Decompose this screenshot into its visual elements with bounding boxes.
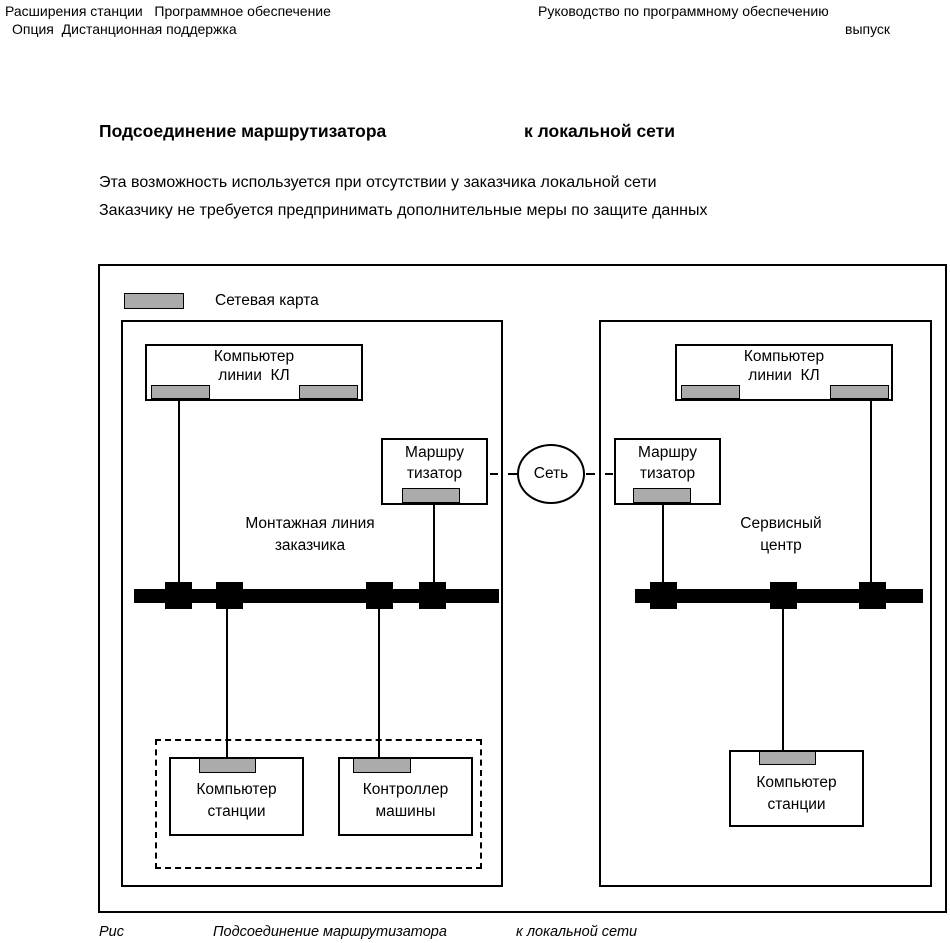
service-center-label: Сервисный центр	[740, 515, 822, 554]
link-dash	[508, 473, 517, 475]
page-title-part1: Подсоединение маршрутизатора	[99, 121, 387, 141]
header-left-line1: Расширения станции Программное обеспечен…	[5, 3, 331, 19]
machine-area-dashed-box	[155, 739, 482, 869]
station-computer-label-customer: Компьютер станции	[196, 781, 277, 820]
link-dash	[605, 473, 613, 475]
network-card-icon	[633, 488, 691, 503]
network-label: Сеть	[533, 465, 569, 482]
bus-tap	[650, 582, 677, 609]
figure-caption-title: Подсоединение маршрутизатора	[213, 924, 447, 940]
station-computer-box-service: Компьютер станции	[729, 750, 864, 827]
network-card-icon	[299, 385, 358, 399]
intro-line-2: Заказчику не требуется предпринимать доп…	[99, 202, 708, 219]
kl-computer-box-customer: Компьютер линии КЛ	[145, 344, 363, 401]
network-card-legend-icon	[124, 293, 184, 309]
connector-line	[782, 603, 784, 750]
network-card-icon	[151, 385, 210, 399]
bus-tap	[859, 582, 886, 609]
connector-line	[378, 603, 380, 759]
kl-computer-box-service: Компьютер линии КЛ	[675, 344, 893, 401]
figure-frame: Сетевая карта Компьютер линии КЛ Компьют…	[98, 264, 947, 913]
router-label-customer: Маршру тизатор	[405, 444, 464, 482]
connector-line	[178, 401, 180, 589]
kl-computer-label-service: Компьютер линии КЛ	[743, 348, 825, 384]
intro-line-1: Эта возможность используется при отсутст…	[99, 174, 657, 191]
connector-line	[433, 505, 435, 589]
network-card-icon	[681, 385, 740, 399]
kl-computer-label-customer: Компьютер линии КЛ	[213, 348, 295, 384]
network-ellipse: Сеть	[517, 444, 585, 504]
machine-controller-box: Контроллер машины	[338, 757, 473, 836]
network-card-icon	[759, 751, 816, 765]
page-title-part2: к локальной сети	[524, 121, 676, 141]
network-card-icon	[830, 385, 889, 399]
connector-line	[226, 603, 228, 759]
router-box-service: Маршру тизатор	[614, 438, 721, 505]
figure-caption-prefix: Рис	[99, 924, 124, 940]
header-right-line1: Руководство по программному обеспечению	[538, 3, 829, 19]
header-right-line2: выпуск	[845, 21, 891, 37]
station-computer-label-service: Компьютер станции	[756, 774, 837, 813]
machine-controller-label: Контроллер машины	[362, 781, 449, 820]
connector-line	[662, 505, 664, 589]
bus-tap	[419, 582, 446, 609]
link-dash	[490, 473, 498, 475]
network-card-icon	[353, 758, 411, 773]
station-computer-box-customer: Компьютер станции	[169, 757, 304, 836]
bus-tap	[216, 582, 243, 609]
legend-label: Сетевая карта	[215, 292, 319, 309]
router-label-service: Маршру тизатор	[638, 444, 697, 482]
router-box-customer: Маршру тизатор	[381, 438, 488, 505]
connector-line	[870, 401, 872, 589]
header-left-line2: Опция Дистанционная поддержка	[12, 21, 237, 37]
network-card-icon	[402, 488, 460, 503]
figure-caption-suffix: к локальной сети	[516, 924, 638, 940]
customer-line-label: Монтажная линия заказчика	[245, 515, 375, 554]
link-dash	[586, 473, 595, 475]
network-card-icon	[199, 758, 256, 773]
bus-tap	[165, 582, 192, 609]
